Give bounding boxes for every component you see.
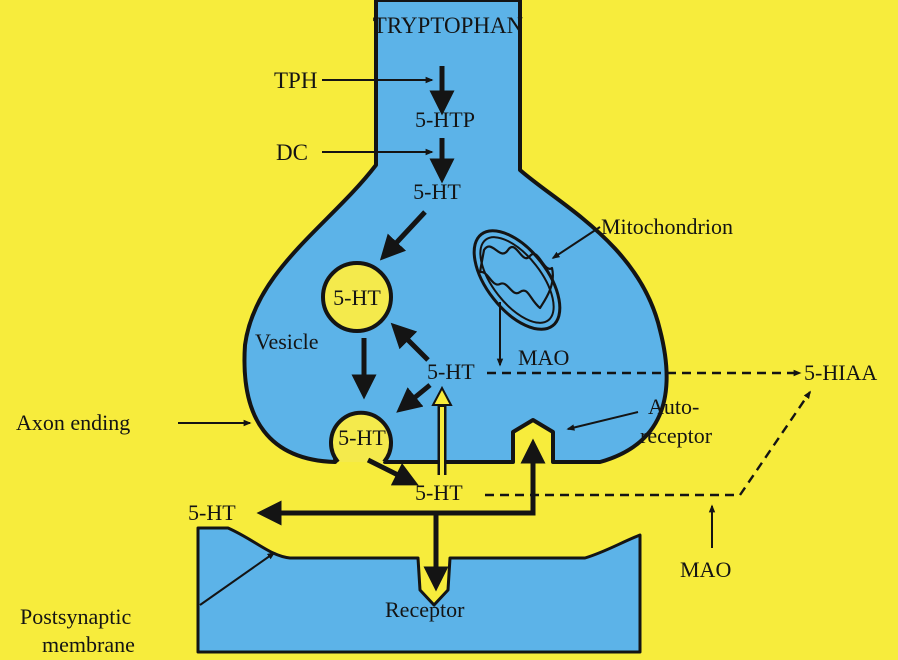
autoreceptor-label-line2: receptor <box>640 423 713 448</box>
5htp-label: 5-HTP <box>415 107 475 132</box>
tryptophan-label: TRYPTOPHAN <box>373 13 524 38</box>
autoreceptor-label-line1: Auto- <box>648 394 699 419</box>
vesicle-label: Vesicle <box>255 329 319 354</box>
5ht-cytoplasm-label: 5-HT <box>427 359 475 384</box>
postsynaptic-label-line2: membrane <box>42 632 135 657</box>
5ht-diffusing-label: 5-HT <box>188 500 236 525</box>
mitochondrion-label: Mitochondrion <box>601 214 733 239</box>
dc-enzyme-label: DC <box>276 140 308 165</box>
mao-internal-label: MAO <box>518 345 569 370</box>
postsynaptic-label-line1: Postsynaptic <box>20 604 131 629</box>
5hiaa-label: 5-HIAA <box>804 360 877 385</box>
tph-enzyme-label: TPH <box>274 68 317 93</box>
5ht-cleft-label: 5-HT <box>415 480 463 505</box>
axon-ending-label: Axon ending <box>16 410 130 435</box>
vesicle-5ht-label: 5-HT <box>333 285 381 310</box>
fusing-vesicle-5ht-label: 5-HT <box>338 425 386 450</box>
mao-external-label: MAO <box>680 557 731 582</box>
receptor-label: Receptor <box>385 597 465 622</box>
5ht-synthesized-label: 5-HT <box>413 179 461 204</box>
